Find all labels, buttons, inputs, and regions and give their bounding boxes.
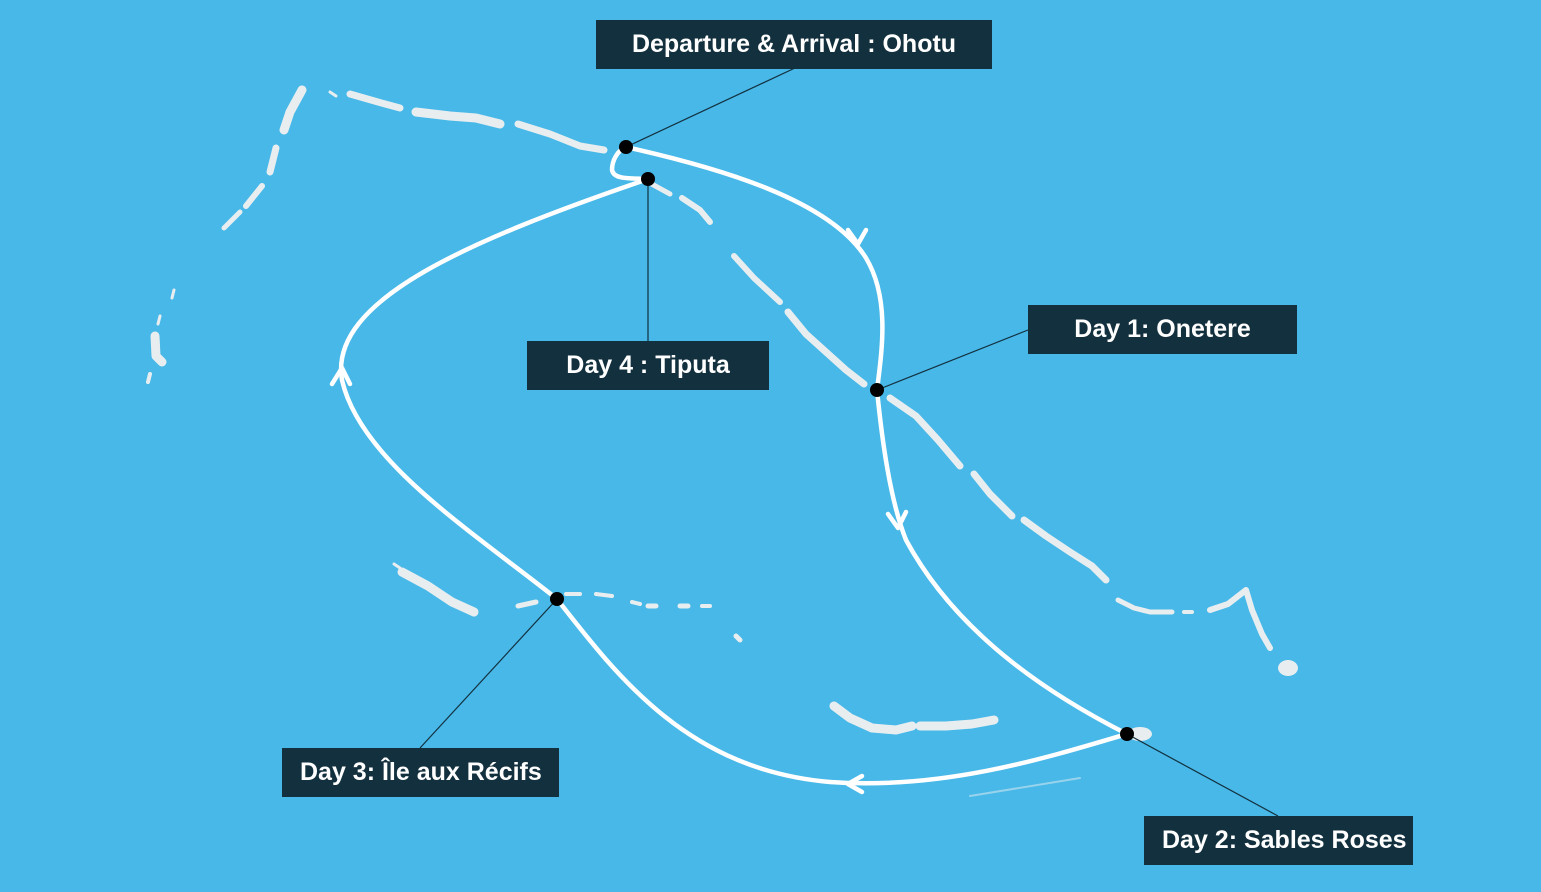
reef-islet: [886, 394, 964, 470]
reef-islet: [784, 308, 868, 388]
leader-line-recifs: [419, 598, 558, 749]
stop-markers: [550, 140, 1134, 741]
cruise-route: [329, 144, 1130, 795]
stop-label-tiputa: Day 4 : Tiputa: [527, 341, 769, 390]
reef-islet: [630, 600, 642, 606]
reef-islet: [411, 107, 505, 129]
reef-islet: [829, 701, 917, 735]
reef-islet: [1278, 660, 1298, 676]
route-leg-onetere-sables: [874, 387, 1130, 737]
reef-islet: [392, 562, 402, 570]
route-leg-tiputa-ohotu: [609, 144, 651, 182]
reef-islet: [731, 253, 783, 305]
reef-islet: [150, 331, 167, 367]
stop-label-ohotu: Departure & Arrival : Ohotu: [596, 20, 992, 69]
stop-marker-ohotu: [619, 140, 633, 154]
route-arrow-icon: [845, 773, 865, 795]
route-arrow-icon: [845, 227, 869, 247]
route-leg-sables-recifs: [554, 596, 1130, 786]
leader-line-ohotu: [625, 67, 796, 148]
reef-islet: [970, 470, 1016, 520]
reef-islet: [594, 592, 614, 598]
leader-line-onetere: [876, 329, 1029, 391]
reef-islet: [397, 567, 479, 617]
reef-islet: [733, 633, 743, 643]
route-leg-recifs-tiputa: [338, 176, 651, 602]
stop-marker-tiputa: [641, 172, 655, 186]
reef-islet: [156, 314, 162, 326]
route-arrow-icon: [885, 509, 909, 531]
stop-marker-recifs: [550, 592, 564, 606]
reef-islet: [1115, 597, 1175, 615]
reef-islet: [346, 90, 404, 112]
reef-islet: [279, 85, 307, 135]
reef-islet: [514, 120, 608, 154]
leader-line-sables: [1126, 733, 1279, 817]
reef-islet: [969, 777, 1081, 797]
stop-label-ile-aux-recifs: Day 3: Île aux Récifs: [282, 748, 559, 797]
stop-marker-onetere: [870, 383, 884, 397]
route-leg-ohotu-onetere: [623, 144, 885, 393]
reef-islet: [266, 144, 280, 176]
reef-islet: [243, 183, 265, 209]
reef-islet: [146, 372, 152, 384]
reef-islet: [221, 209, 243, 231]
reef-islet: [1207, 587, 1273, 651]
reef-islet: [915, 715, 999, 731]
stop-label-sables-roses: Day 2: Sables Roses: [1144, 816, 1413, 865]
stop-label-onetere: Day 1: Onetere: [1028, 305, 1297, 354]
reef-islet: [679, 195, 713, 225]
leader-lines: [419, 67, 1279, 817]
route-arrow-icon: [329, 365, 353, 387]
reef-islet: [515, 599, 539, 609]
reef-islet: [1020, 516, 1110, 584]
atoll-reef: [146, 85, 1298, 797]
reef-islet: [328, 90, 338, 98]
reef-islet: [170, 288, 176, 300]
stop-marker-sables: [1120, 727, 1134, 741]
